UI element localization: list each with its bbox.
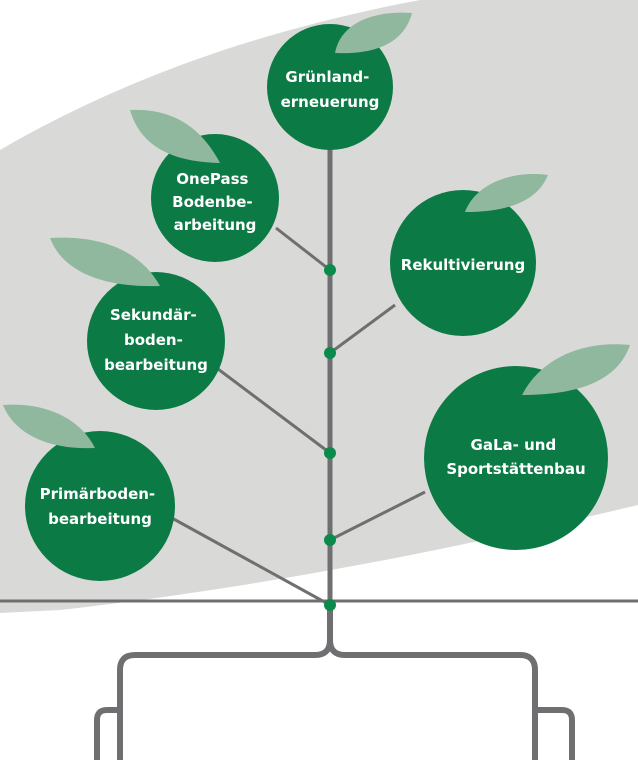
node-gala: GaLa- und Sportstättenbau [424, 344, 630, 550]
junction-dot [324, 347, 336, 359]
branches [169, 226, 426, 607]
node-circle [267, 24, 393, 150]
node-sekundaer: Sekundär- boden- bearbeitung [50, 237, 225, 410]
leaf-icon [130, 109, 220, 163]
leaf-icon [335, 12, 412, 54]
root-left [117, 600, 333, 760]
leaf-icon [50, 237, 160, 287]
leaf-icon [3, 404, 95, 449]
junction-dot [324, 447, 336, 459]
node-circle [87, 272, 225, 410]
node-label: Grünland- erneuerung [281, 68, 380, 111]
node-circle [390, 190, 536, 336]
node-rekultivierung: Rekultivierung [390, 174, 548, 336]
root-right-tip [535, 707, 575, 760]
node-primaer: Primärboden- bearbeitung [3, 404, 175, 581]
node-label: OnePass Bodenbe- arbeitung [172, 170, 258, 234]
node-label: Primärboden- bearbeitung [40, 485, 161, 528]
branch-sekundaer [217, 367, 331, 455]
node-circle [424, 366, 608, 550]
roots [94, 600, 575, 760]
junction-dots [324, 264, 336, 611]
leaf-icon [465, 174, 548, 212]
node-gruenland: Grünland- erneuerung [267, 12, 412, 150]
branch-onepass [275, 226, 331, 272]
node-label: GaLa- und Sportstättenbau [446, 436, 585, 478]
leaf-icon [522, 344, 630, 395]
root-right [327, 600, 538, 760]
branch-rekultivierung [329, 303, 396, 355]
root-left-tip [94, 707, 120, 760]
node-label: Rekultivierung [401, 256, 525, 274]
junction-dot [324, 264, 336, 276]
node-onepass: OnePass Bodenbe- arbeitung [130, 109, 279, 262]
junction-dot [324, 534, 336, 546]
junction-dot [324, 599, 336, 611]
node-circle [25, 431, 175, 581]
node-label: Sekundär- boden- bearbeitung [104, 306, 208, 374]
node-circle [151, 134, 279, 262]
branch-primaer [169, 515, 331, 607]
branch-gala [329, 490, 426, 542]
